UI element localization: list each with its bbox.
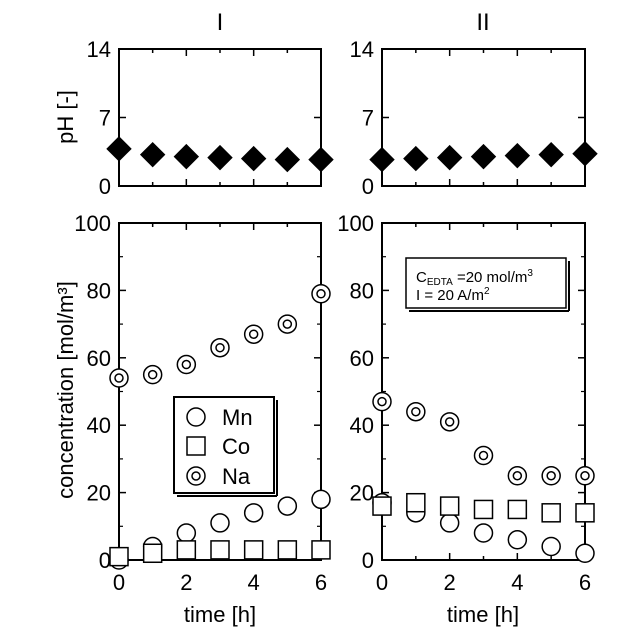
i-concentration-na-point — [144, 366, 162, 384]
i-concentration-na-point — [312, 285, 330, 303]
i-concentration-mn-point — [177, 524, 195, 542]
i-concentration-mn-point — [211, 514, 229, 532]
panel-title-ii: II — [476, 9, 489, 36]
ii-ph-ytick-label: 0 — [362, 174, 374, 199]
i-ph-ph-point — [275, 148, 299, 172]
panel-ii-ph-plot: 0 7 14 — [350, 37, 597, 199]
ii-ph-ph-point — [404, 147, 428, 171]
legend-label-mn: Mn — [222, 405, 253, 430]
ii-ph-ytick-label: 7 — [362, 106, 374, 131]
i-concentration-mn-point — [312, 490, 330, 508]
ii-concentration-xtick-label: 2 — [444, 570, 456, 595]
i-ph-ytick-label: 14 — [87, 37, 111, 62]
i-concentration-ytick-label: 100 — [74, 211, 111, 236]
i-ph-ytick-label: 7 — [99, 106, 111, 131]
i-ph-ph-point — [174, 145, 198, 169]
ii-concentration-co-point — [576, 504, 594, 522]
ii-concentration-na-point — [576, 467, 594, 485]
i-concentration-co-point — [177, 541, 195, 559]
ii-concentration-na-point — [542, 467, 560, 485]
i-concentration-ytick-label: 40 — [87, 413, 111, 438]
ii-concentration-co-point — [475, 500, 493, 518]
ii-ph-ytick-label: 14 — [350, 37, 374, 62]
i-concentration-na-point — [245, 325, 263, 343]
ii-concentration-ytick-label: 80 — [350, 278, 374, 303]
i-concentration-ytick-label: 20 — [87, 481, 111, 506]
i-concentration-xtick-label: 6 — [315, 570, 327, 595]
i-ph-ph-point — [141, 143, 165, 167]
ii-concentration-na-point — [508, 467, 526, 485]
i-concentration-ytick-label: 80 — [87, 278, 111, 303]
ii-concentration-mn-point — [542, 538, 560, 556]
i-ph-ph-point — [242, 147, 266, 171]
ii-ph-ph-point — [472, 145, 496, 169]
ii-concentration-na-point — [407, 403, 425, 421]
ii-concentration-mn-point — [576, 544, 594, 562]
ii-concentration-na-point — [441, 413, 459, 431]
i-concentration-co-point — [144, 544, 162, 562]
ii-concentration-mn-point — [508, 531, 526, 549]
ii-concentration-na-point — [373, 393, 391, 411]
ii-concentration-ytick-label: 40 — [350, 413, 374, 438]
i-concentration-mn-point — [245, 504, 263, 522]
i-concentration-co-point — [211, 541, 229, 559]
panel-title-i: I — [217, 9, 224, 36]
ii-concentration-xtick-label: 4 — [511, 570, 523, 595]
i-concentration-co-point — [312, 541, 330, 559]
ii-concentration-ytick-label: 20 — [350, 481, 374, 506]
i-concentration-co-point — [278, 541, 296, 559]
legend-marker-co — [187, 437, 205, 455]
ii-concentration-co-point — [508, 500, 526, 518]
conditions-annotation: CEDTA =20 mol/m3 I = 20 A/m2 — [406, 258, 569, 311]
ii-ph-ph-point — [539, 143, 563, 167]
ii-concentration-co-point — [407, 494, 425, 512]
ii-ph-ph-point — [573, 142, 597, 166]
ii-concentration-co-point — [373, 497, 391, 515]
ii-concentration-co-point — [542, 504, 560, 522]
time-axis-title-i: time [h] — [184, 602, 256, 627]
annotation-line-2: I = 20 A/m2 — [416, 286, 490, 304]
legend-marker-mn — [187, 408, 205, 426]
i-concentration-mn-point — [278, 497, 296, 515]
i-concentration-co-point — [245, 541, 263, 559]
i-ph-ph-point — [107, 137, 131, 161]
i-concentration-na-point — [110, 369, 128, 387]
time-axis-title-ii: time [h] — [447, 602, 519, 627]
ii-ph-ph-point — [438, 146, 462, 170]
i-ph-ph-point — [309, 148, 333, 172]
ii-ph-ph-point — [370, 148, 394, 172]
i-ph-ytick-label: 0 — [99, 174, 111, 199]
legend: Mn Co Na — [174, 397, 277, 496]
ii-concentration-co-point — [441, 497, 459, 515]
i-concentration-ytick-label: 0 — [99, 548, 111, 573]
panel-i-ph-plot: 0 7 14 — [87, 37, 333, 199]
ii-concentration-xtick-label: 0 — [376, 570, 388, 595]
ii-concentration-ytick-label: 0 — [362, 548, 374, 573]
i-concentration-ytick-label: 60 — [87, 346, 111, 371]
i-ph-ph-point — [208, 146, 232, 170]
ii-concentration-mn-point — [475, 524, 493, 542]
i-concentration-na-point — [211, 339, 229, 357]
i-concentration-xtick-label: 0 — [113, 570, 125, 595]
concentration-axis-title: concentration [mol/m³] — [53, 281, 78, 499]
ii-ph-ph-point — [505, 144, 529, 168]
ph-axis-title: pH [-] — [53, 90, 78, 144]
ii-concentration-xtick-label: 6 — [579, 570, 591, 595]
ii-concentration-na-point — [475, 447, 493, 465]
i-concentration-xtick-label: 2 — [180, 570, 192, 595]
i-concentration-xtick-label: 4 — [248, 570, 260, 595]
ii-concentration-ytick-label: 60 — [350, 346, 374, 371]
i-concentration-na-point — [278, 315, 296, 333]
ii-concentration-ytick-label: 100 — [337, 211, 374, 236]
i-concentration-na-point — [177, 356, 195, 374]
i-concentration-co-point — [110, 548, 128, 566]
legend-marker-na — [187, 467, 205, 485]
ii-concentration-mn-point — [441, 514, 459, 532]
legend-label-co: Co — [222, 434, 250, 459]
legend-label-na: Na — [222, 464, 251, 489]
